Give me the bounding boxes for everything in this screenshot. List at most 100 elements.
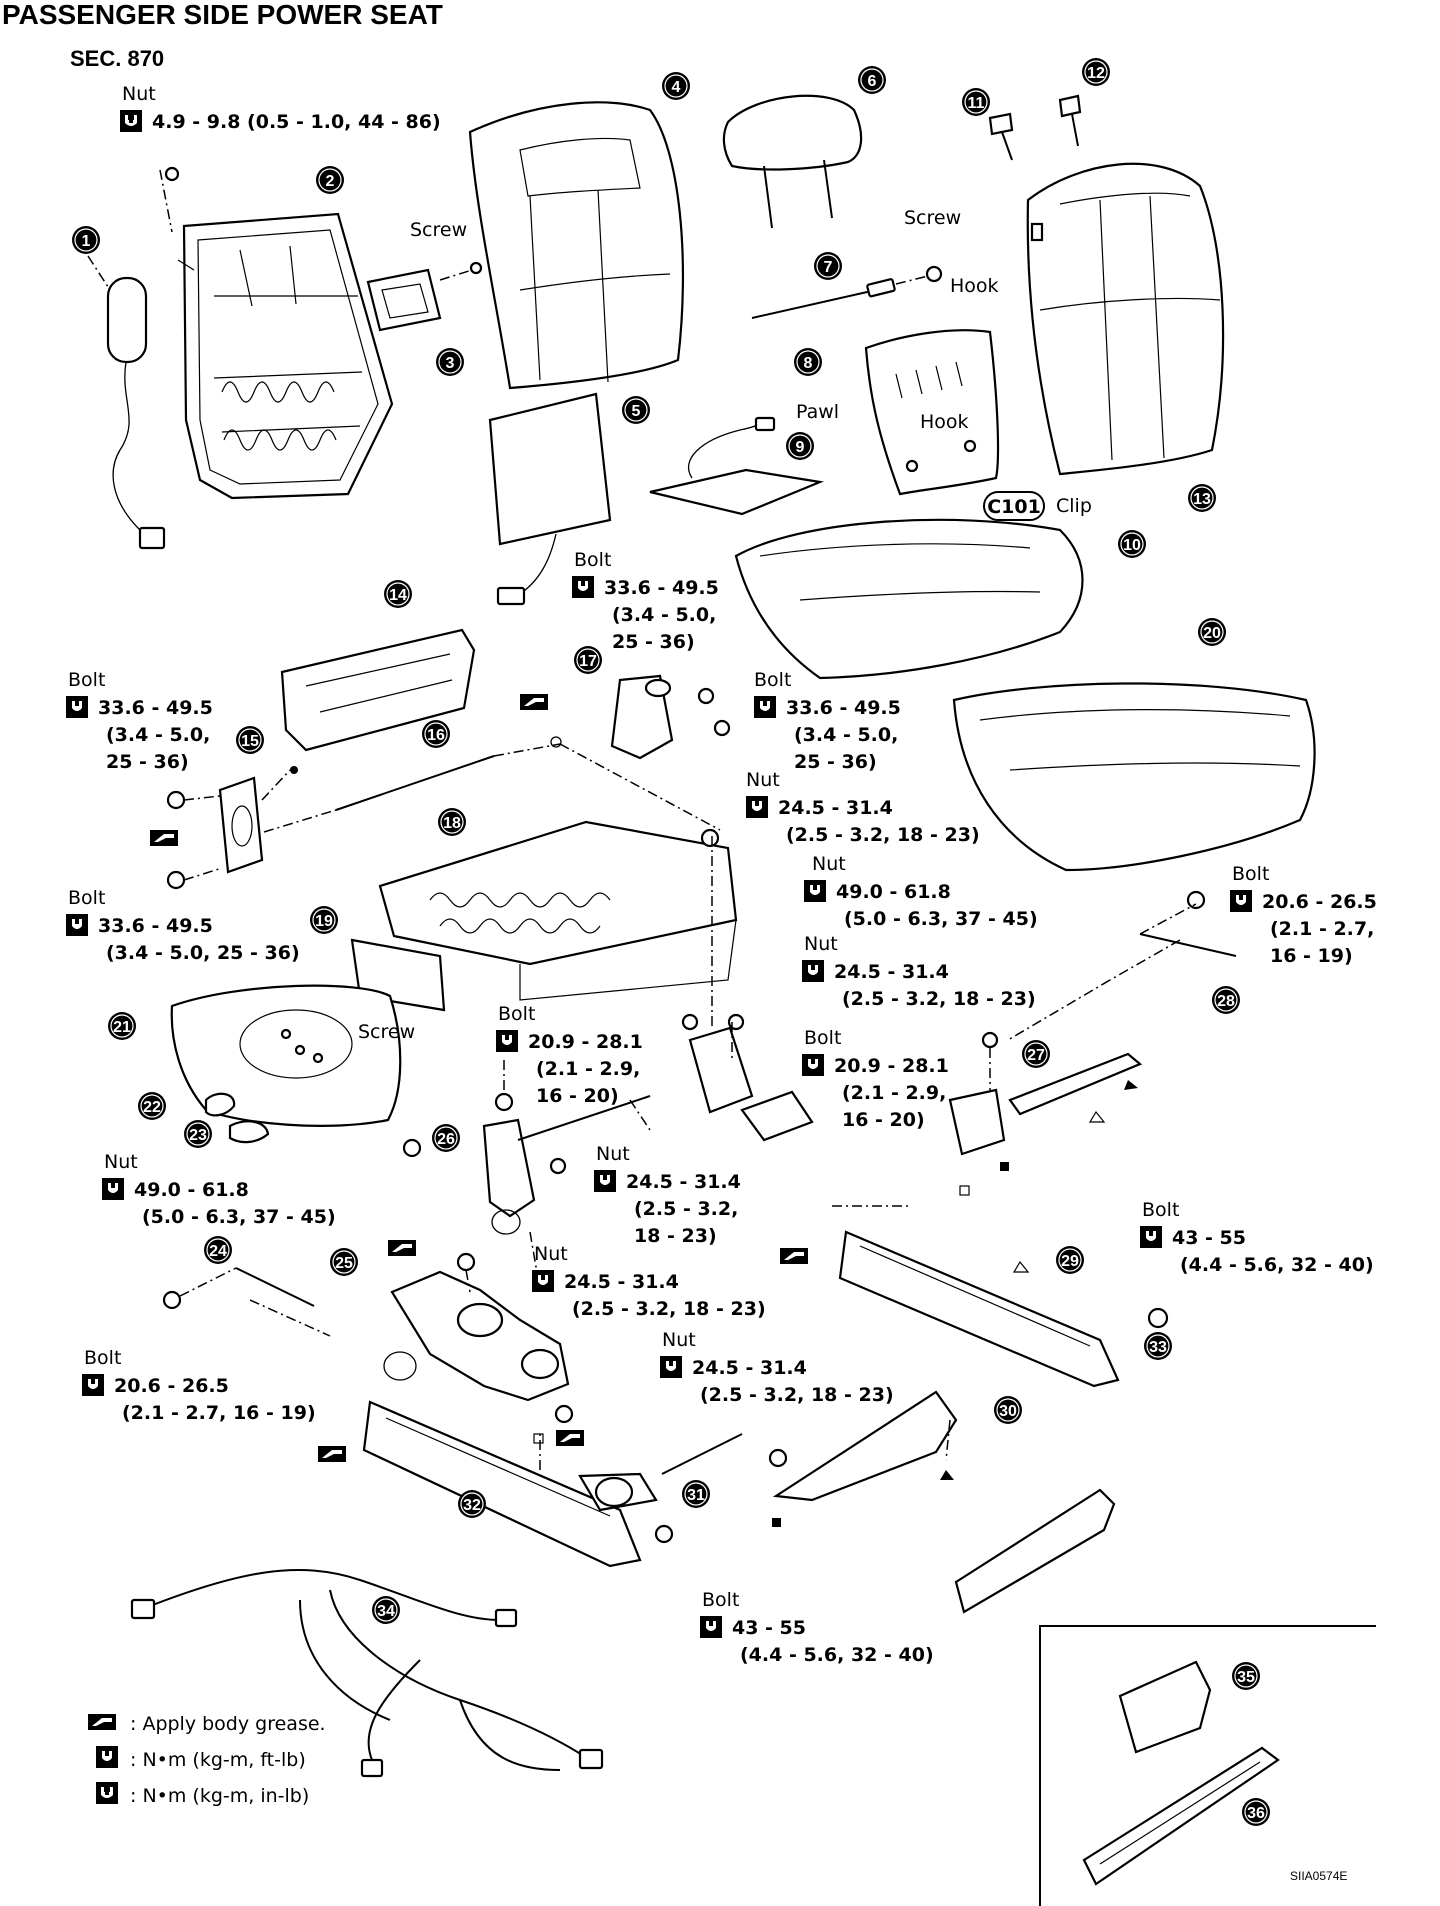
part-motor-bracket xyxy=(550,674,731,760)
part-callout-29: 29 xyxy=(1056,1246,1084,1274)
part-callout-1: 1 xyxy=(72,226,100,254)
spec-line: (2.1 - 2.7, xyxy=(1270,918,1374,940)
part-number: 29 xyxy=(1061,1253,1079,1270)
legend-text: : N•m (kg-m, in-lb) xyxy=(130,1785,309,1807)
spec-line: (4.4 - 5.6, 32 - 40) xyxy=(740,1644,934,1666)
spec-line: 20.9 - 28.1 xyxy=(834,1055,949,1077)
ftlb-torque-icon xyxy=(660,1356,682,1378)
part-outer-rail xyxy=(838,1230,1169,1388)
spec-line: (5.0 - 6.3, 37 - 45) xyxy=(142,1206,336,1228)
ftlb-torque-icon xyxy=(754,696,776,718)
spec-line: 4.9 - 9.8 (0.5 - 1.0, 44 - 86) xyxy=(152,111,441,133)
part-lifter-motor xyxy=(383,1252,574,1424)
ftlb-torque-icon xyxy=(802,1054,824,1076)
legend-item-grease: : Apply body grease. xyxy=(88,1713,326,1735)
label-nut-18: Nut xyxy=(746,769,780,791)
section-label: SEC. 870 xyxy=(70,46,164,71)
part-number: 22 xyxy=(143,1099,161,1116)
legend-text: : N•m (kg-m, ft-lb) xyxy=(130,1749,306,1771)
part-callout-25: 25 xyxy=(330,1248,358,1276)
spec-line: (3.4 - 5.0, 25 - 36) xyxy=(106,942,300,964)
spec-line: (2.5 - 3.2, 18 - 23) xyxy=(842,988,1036,1010)
part-switch-knobs xyxy=(204,1092,270,1144)
label-screw-1: Screw xyxy=(410,219,467,241)
label-bolt-29: Bolt xyxy=(1142,1199,1179,1221)
inlb-torque-icon xyxy=(96,1782,118,1804)
label-bolt-24: Bolt xyxy=(84,1347,121,1369)
part-callout-4: 4 xyxy=(662,72,690,100)
spec-bolt-17: 33.6 - 49.5(3.4 - 5.0,25 - 36) xyxy=(754,696,901,773)
part-number: 15 xyxy=(241,733,259,750)
part-front-bracket xyxy=(166,766,298,890)
label-nut-26: Nut xyxy=(596,1143,630,1165)
part-number: 18 xyxy=(443,815,461,832)
part-rear-link xyxy=(948,1031,1143,1196)
spec-line: 43 - 55 xyxy=(1172,1227,1246,1249)
part-cushion-heater xyxy=(649,416,825,516)
spec-line: 20.6 - 26.5 xyxy=(1262,891,1377,913)
grease-mark xyxy=(556,1430,584,1446)
spec-bolt-32: 43 - 55(4.4 - 5.6, 32 - 40) xyxy=(700,1616,934,1666)
part-number: 5 xyxy=(632,403,641,420)
spec-line: 16 - 20) xyxy=(842,1109,925,1131)
part-callout-27: 27 xyxy=(1022,1040,1050,1068)
ftlb-torque-icon xyxy=(96,1746,118,1768)
spec-nut-30: 24.5 - 31.4(2.5 - 3.2, 18 - 23) xyxy=(660,1356,894,1406)
label-nut-25: Nut xyxy=(534,1243,568,1265)
part-callout-19: 19 xyxy=(310,906,338,934)
part-number: 10 xyxy=(1123,537,1141,554)
torque-specs: 4.9 - 9.8 (0.5 - 1.0, 44 - 86) 33.6 - 49.… xyxy=(66,110,1377,1666)
part-number: 19 xyxy=(315,913,333,930)
part-number: 21 xyxy=(113,1019,131,1036)
ftlb-torque-icon xyxy=(572,576,594,598)
part-seatback-pad xyxy=(468,101,685,390)
part-callout-17: 17 xyxy=(574,646,602,674)
part-number: 9 xyxy=(796,439,805,456)
connector-label: C101 xyxy=(987,496,1041,518)
part-seatback-frame xyxy=(159,166,394,500)
part-torsion-rod xyxy=(263,743,561,833)
part-callout-30: 30 xyxy=(994,1396,1022,1424)
spec-bolt-15a: 33.6 - 49.5(3.4 - 5.0,25 - 36) xyxy=(66,696,213,773)
grease-mark xyxy=(780,1248,808,1264)
spec-line: 18 - 23) xyxy=(634,1225,717,1247)
part-number: 28 xyxy=(1217,993,1235,1010)
spec-line: 20.9 - 28.1 xyxy=(528,1031,643,1053)
spec-nut-25: 24.5 - 31.4(2.5 - 3.2, 18 - 23) xyxy=(532,1270,766,1320)
part-callout-6: 6 xyxy=(858,66,886,94)
part-clips xyxy=(988,94,1082,161)
part-callout-8: 8 xyxy=(794,348,822,376)
spec-line: 49.0 - 61.8 xyxy=(134,1179,249,1201)
spec-line: (3.4 - 5.0, xyxy=(106,724,210,746)
spec-nut-18: 24.5 - 31.4(2.5 - 3.2, 18 - 23) xyxy=(746,796,980,846)
part-number: 23 xyxy=(189,1127,207,1144)
spec-bolt-27: 20.9 - 28.1(2.1 - 2.9,16 - 20) xyxy=(802,1054,949,1131)
legend: : Apply body grease. : N•m (kg-m, ft-lb):… xyxy=(88,1713,326,1807)
spec-nut-24: 49.0 - 61.8 (5.0 - 6.3, 37 - 45) xyxy=(102,1178,336,1228)
ftlb-torque-icon xyxy=(804,880,826,902)
part-callout-20: 20 xyxy=(1198,618,1226,646)
ftlb-torque-icon xyxy=(82,1374,104,1396)
ftlb-torque-icon xyxy=(802,960,824,982)
ftlb-torque-icon xyxy=(102,1178,124,1200)
label-screw-2: Screw xyxy=(904,207,961,229)
label-bolt-15b: Bolt xyxy=(68,887,105,909)
part-callout-33: 33 xyxy=(1144,1332,1172,1360)
ftlb-torque-icon xyxy=(66,696,88,718)
part-number: 32 xyxy=(463,1497,481,1514)
part-number: 30 xyxy=(999,1403,1017,1420)
part-callout-26: 26 xyxy=(432,1124,460,1152)
part-number: 3 xyxy=(446,355,455,372)
label-bolt-10: Bolt xyxy=(574,549,611,571)
part-number: 11 xyxy=(968,95,985,112)
legend-item-ftlb: : N•m (kg-m, ft-lb) xyxy=(96,1746,306,1771)
spec-line: 24.5 - 31.4 xyxy=(778,797,893,819)
part-callout-3: 3 xyxy=(436,348,464,376)
legend-item-inlb: : N•m (kg-m, in-lb) xyxy=(96,1782,309,1807)
inlb-torque-icon xyxy=(120,110,142,132)
label-bolt-28: Bolt xyxy=(1232,863,1269,885)
spec-line: 33.6 - 49.5 xyxy=(98,697,213,719)
part-callout-22: 22 xyxy=(138,1092,166,1120)
part-inner-finisher xyxy=(954,1488,1116,1614)
